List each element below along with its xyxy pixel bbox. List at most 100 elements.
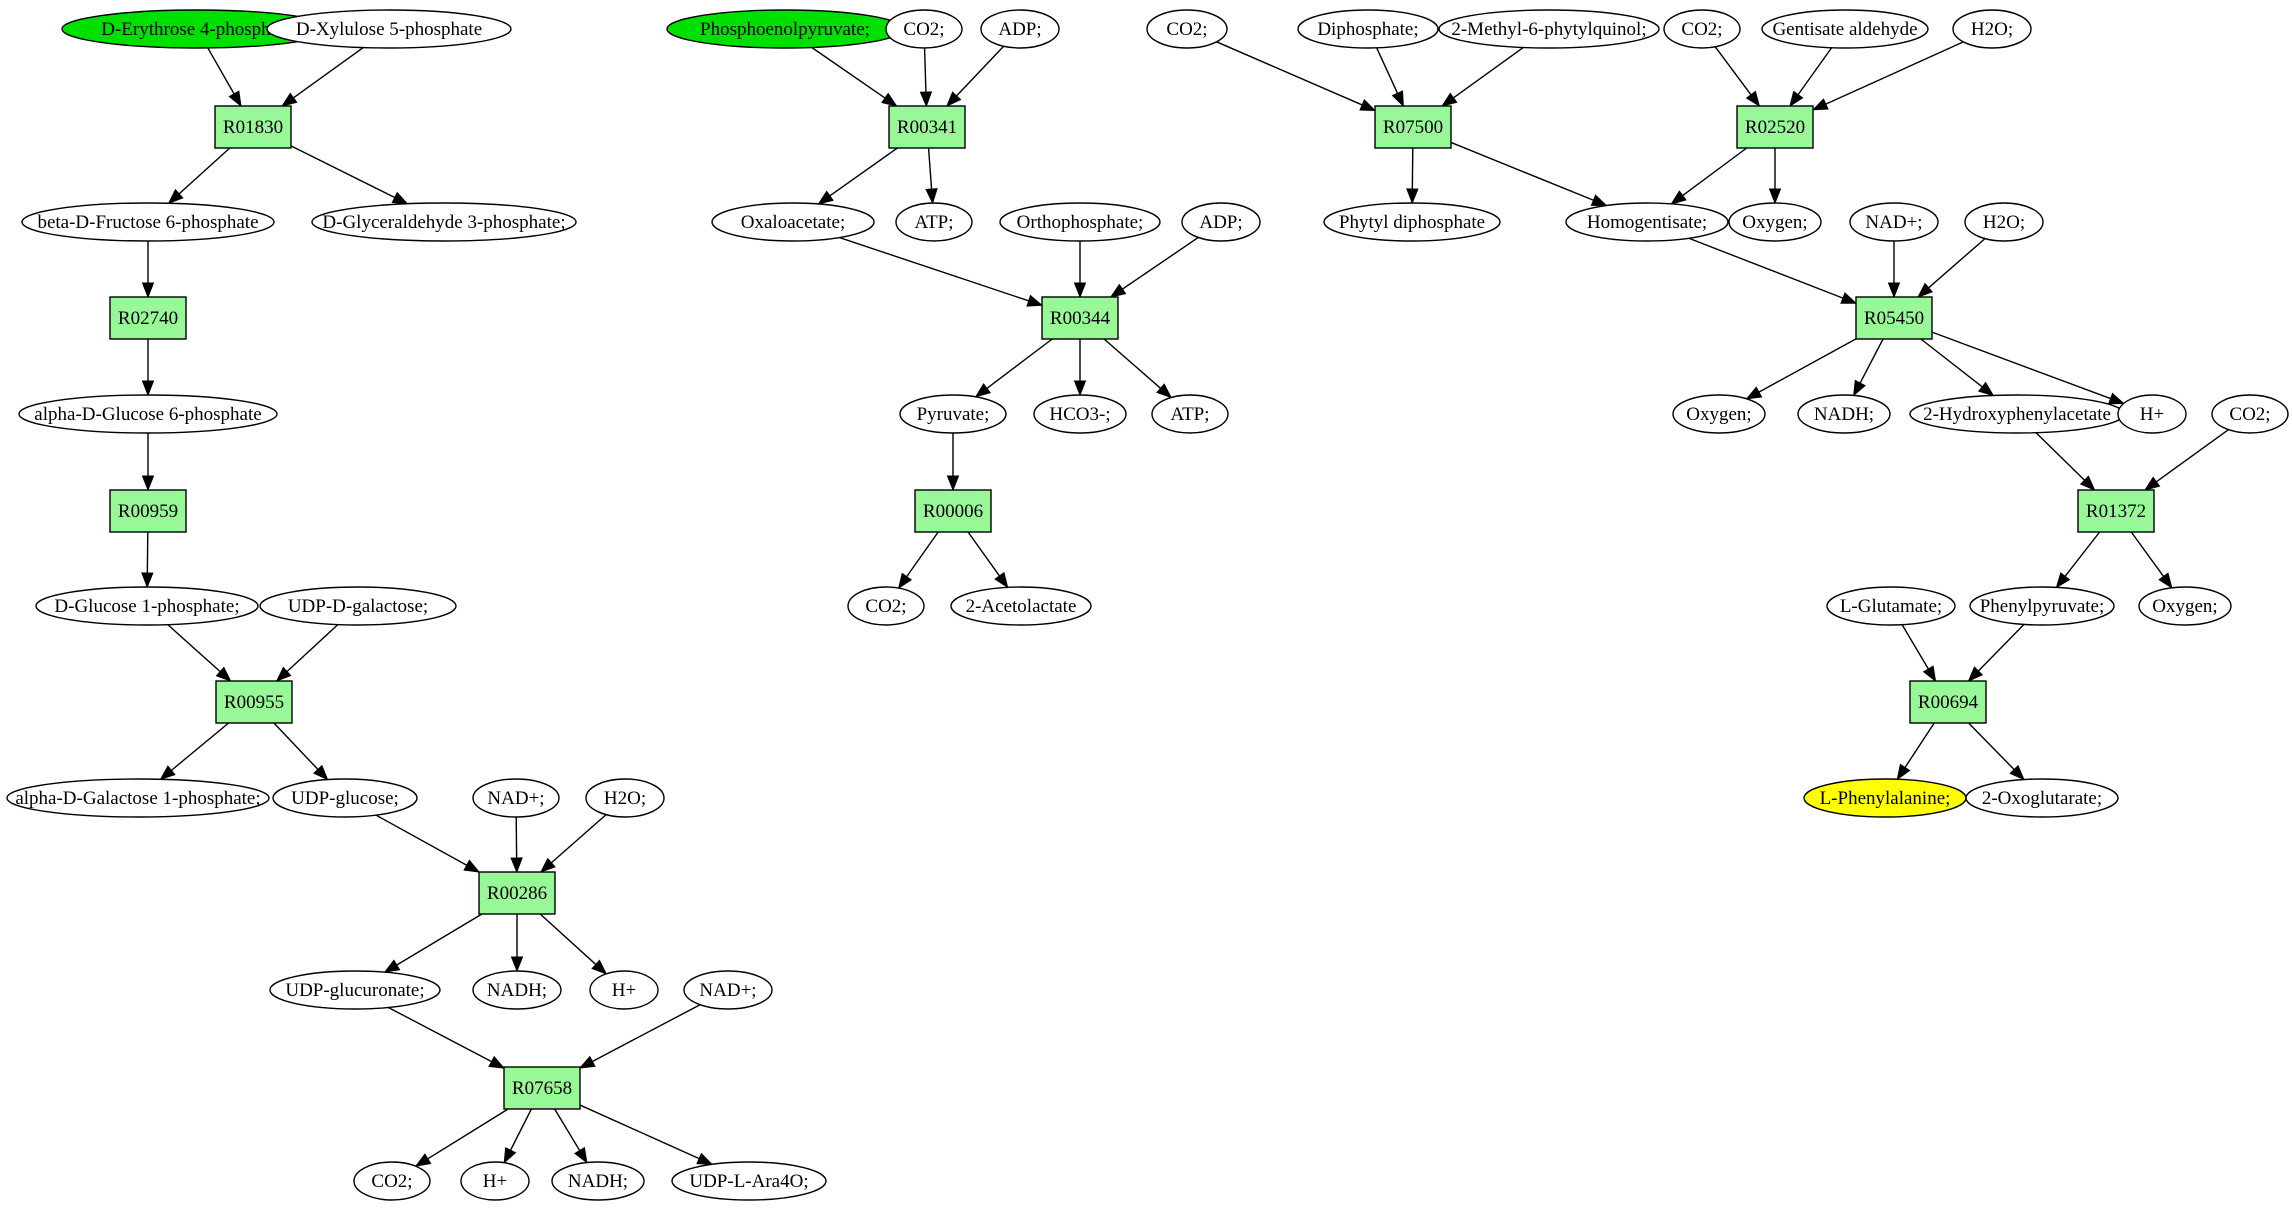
compound-node-c_acl[interactable]: 2-Acetolactate (950, 586, 1092, 626)
arrowhead-icon (2158, 572, 2173, 589)
compound-node-c_adp_b[interactable]: ADP; (1181, 202, 1261, 242)
compound-node-c_co2_e[interactable]: CO2; (1663, 9, 1741, 49)
compound-node-c_xu5p[interactable]: D-Xylulose 5-phosphate (266, 9, 512, 49)
arrowhead-icon (1359, 99, 1377, 112)
reaction-node-R07658[interactable]: R07658 (503, 1066, 581, 1110)
compound-node-c_g3p[interactable]: D-Glyceraldehyde 3-phosphate; (311, 202, 577, 242)
compound-node-c_ag6p[interactable]: alpha-D-Glucose 6-phosphate (18, 394, 278, 434)
compound-node-c_hga[interactable]: Homogentisate; (1565, 202, 1729, 242)
compound-node-c_phe[interactable]: L-Phenylalanine; (1803, 778, 1967, 818)
compound-node-c_ppyr[interactable]: Phenylpyruvate; (1969, 586, 2115, 626)
arrowhead-icon (945, 91, 962, 107)
reaction-node-R00694[interactable]: R00694 (1909, 680, 1987, 724)
reaction-node-R00959[interactable]: R00959 (109, 489, 187, 533)
compound-label: Oxygen; (1742, 212, 1807, 233)
compound-node-c_o2_a[interactable]: Oxygen; (1728, 202, 1822, 242)
reaction-node-R07500[interactable]: R07500 (1374, 105, 1452, 149)
compound-node-c_udpara[interactable]: UDP-L-Ara4O; (671, 1161, 827, 1201)
compound-node-c_udpglcu[interactable]: UDP-glucuronate; (269, 970, 441, 1010)
compound-label: H2O; (1971, 19, 2013, 40)
arrowhead-icon (313, 764, 329, 781)
compound-node-c_hco3[interactable]: HCO3-; (1033, 394, 1127, 434)
compound-node-c_co2_b[interactable]: CO2; (885, 9, 963, 49)
reaction-node-R01830[interactable]: R01830 (214, 105, 292, 149)
edge-line (927, 147, 933, 190)
reaction-node-R00955[interactable]: R00955 (215, 680, 293, 724)
edge-line (290, 145, 396, 199)
arrowhead-icon (488, 1055, 506, 1069)
compound-node-c_gent[interactable]: Gentisate aldehyde (1761, 9, 1929, 49)
compound-node-c_f6p[interactable]: beta-D-Fructose 6-phosphate (21, 202, 275, 242)
compound-ellipse (1969, 586, 2115, 626)
compound-label: NAD+; (487, 788, 544, 809)
edge-line (1797, 47, 1833, 96)
compound-node-c_atp_b[interactable]: ATP; (1151, 394, 1229, 434)
compound-node-c_pyr[interactable]: Pyruvate; (899, 394, 1007, 434)
arrowhead-icon (1768, 188, 1782, 205)
compound-node-c_nad_b[interactable]: NAD+; (683, 970, 773, 1010)
edge-line (1376, 47, 1399, 94)
edge-c_pep-R00341 (811, 46, 898, 107)
compound-node-c_co2_a[interactable]: CO2; (353, 1161, 431, 1201)
compound-node-c_hplus_c[interactable]: H+ (2117, 394, 2187, 434)
compound-node-c_atp_a[interactable]: ATP; (895, 202, 973, 242)
arrowhead-icon (167, 188, 184, 205)
compound-ellipse (589, 970, 659, 1010)
arrowhead-icon (1745, 386, 1763, 400)
compound-node-c_o2_b[interactable]: Oxygen; (1672, 394, 1766, 434)
compound-node-c_oaa[interactable]: Oxaloacetate; (711, 202, 875, 242)
compound-node-c_co2_d[interactable]: CO2; (1146, 9, 1228, 49)
edge-line (1103, 338, 1162, 389)
compound-node-c_phytpp[interactable]: Phytyl diphosphate (1323, 202, 1501, 242)
compound-node-c_co2_f[interactable]: CO2; (2211, 394, 2289, 434)
reaction-node-R00341[interactable]: R00341 (888, 105, 966, 149)
reaction-node-R00344[interactable]: R00344 (1041, 296, 1119, 340)
edge-R00341-c_atp_a (925, 147, 938, 205)
compound-ellipse (1964, 202, 2044, 242)
compound-label: Homogentisate; (1587, 212, 1707, 233)
compound-node-c_nadh_a[interactable]: NADH; (472, 970, 562, 1010)
edge-R01830-c_f6p (167, 147, 231, 205)
arrowhead-icon (463, 859, 481, 873)
compound-node-c_e4p[interactable]: D-Erythrose 4-phosphate (61, 9, 333, 49)
compound-node-c_2hpa[interactable]: 2-Hydroxyphenylacetate (1909, 394, 2125, 434)
edge-line (396, 913, 483, 966)
compound-node-c_adp_a[interactable]: ADP; (980, 9, 1060, 49)
compound-ellipse (1849, 202, 1939, 242)
compound-ellipse (269, 970, 441, 1010)
compound-node-c_udpglc[interactable]: UDP-glucose; (272, 778, 418, 818)
compound-node-c_udpgal[interactable]: UDP-D-galactose; (259, 586, 457, 626)
compound-node-c_g1p[interactable]: D-Glucose 1-phosphate; (35, 586, 259, 626)
reaction-node-R05450[interactable]: R05450 (1855, 296, 1933, 340)
compound-node-c_pep[interactable]: Phosphoenolpyruvate; (666, 9, 904, 49)
reaction-node-R01372[interactable]: R01372 (2077, 489, 2155, 533)
compound-node-c_nad_a[interactable]: NAD+; (472, 778, 560, 818)
reaction-node-R00006[interactable]: R00006 (914, 489, 992, 533)
compound-label: UDP-L-Ara4O; (689, 1171, 808, 1192)
compound-node-c_h2o_a[interactable]: H2O; (585, 778, 665, 818)
compound-node-c_agal1p[interactable]: alpha-D-Galactose 1-phosphate; (6, 778, 270, 818)
compound-node-c_glu[interactable]: L-Glutamate; (1826, 586, 1956, 626)
edge-line (1122, 236, 1199, 290)
reaction-node-R02520[interactable]: R02520 (1736, 105, 1814, 149)
compound-node-c_nadh_c[interactable]: NADH; (1797, 394, 1891, 434)
compound-node-c_hplus_b[interactable]: H+ (460, 1161, 530, 1201)
compound-node-c_h2o_c[interactable]: H2O; (1964, 202, 2044, 242)
compound-node-c_mpq[interactable]: 2-Methyl-6-phytylquinol; (1438, 9, 1660, 49)
compound-node-c_hplus_a[interactable]: H+ (589, 970, 659, 1010)
compound-node-c_o2_c[interactable]: Oxygen; (2138, 586, 2232, 626)
compound-node-c_2og[interactable]: 2-Oxoglutarate; (1965, 778, 2119, 818)
compound-node-c_pi[interactable]: Orthophosphate; (999, 202, 1161, 242)
compound-node-c_nadh_b[interactable]: NADH; (551, 1161, 645, 1201)
compound-node-c_co2_c[interactable]: CO2; (847, 586, 925, 626)
edge-line (906, 531, 939, 578)
compound-node-c_nad_c[interactable]: NAD+; (1849, 202, 1939, 242)
compound-node-c_ppi[interactable]: Diphosphate; (1297, 9, 1439, 49)
compound-node-c_h2o_b[interactable]: H2O; (1952, 9, 2032, 49)
compound-label: NADH; (487, 980, 547, 1001)
reaction-node-R00286[interactable]: R00286 (478, 871, 556, 915)
arrowhead-icon (383, 959, 401, 973)
edge-R07500-c_phytpp (1406, 147, 1419, 205)
compound-ellipse (1965, 778, 2119, 818)
reaction-node-R02740[interactable]: R02740 (109, 296, 187, 340)
